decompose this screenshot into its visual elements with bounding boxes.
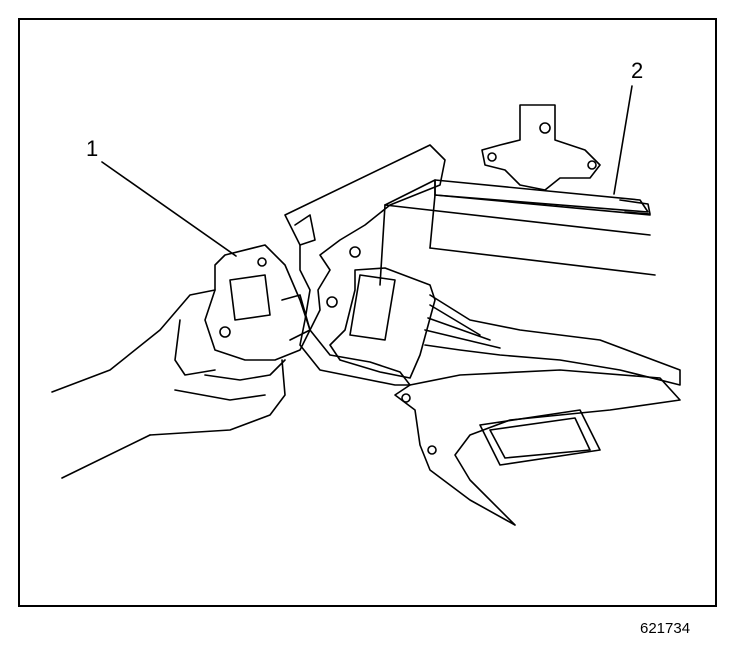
leader-line-1 [101, 161, 237, 257]
illustration-frame [18, 18, 717, 607]
hvac-case [379, 179, 656, 286]
callout-2: 2 [631, 58, 644, 83]
callout-1: 1 [86, 136, 99, 161]
leader-line-2 [613, 85, 633, 195]
lower-duct [394, 369, 681, 526]
hand [51, 289, 286, 479]
actuator [204, 244, 311, 361]
figure-number: 621734 [640, 620, 691, 637]
electrical-connector [329, 267, 681, 386]
bracket [481, 104, 601, 191]
